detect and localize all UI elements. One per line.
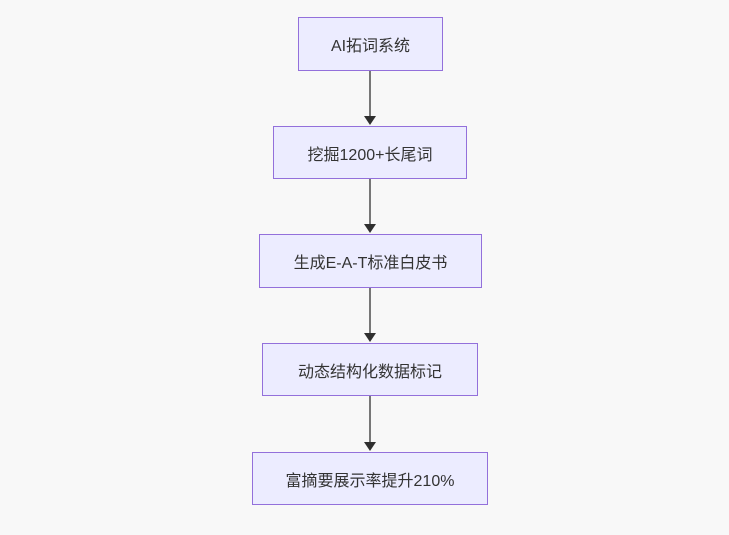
edge-line-1: [369, 71, 371, 117]
edge-line-2: [369, 179, 371, 224]
flow-node-label: 生成E-A-T标准白皮书: [293, 255, 448, 272]
flow-node-label: 动态结构化数据标记: [297, 363, 442, 381]
edge-line-3: [369, 288, 371, 333]
flow-node-label: 富摘要展示率提升210%: [285, 472, 455, 490]
arrow-down-icon: [364, 442, 376, 451]
arrow-down-icon: [364, 333, 376, 342]
flow-node-label: AI拓词系统: [330, 38, 411, 55]
flow-node-dynamic-structured-data-markup: 动态结构化数据标记: [262, 343, 478, 396]
arrow-down-icon: [364, 224, 376, 233]
flow-node-rich-snippet-rate-increase: 富摘要展示率提升210%: [252, 452, 488, 505]
flow-node-generate-eat-whitepaper: 生成E-A-T标准白皮书: [259, 234, 482, 288]
flow-node-mine-longtail-keywords: 挖掘1200+长尾词: [273, 126, 467, 179]
flow-node-label: 挖掘1200+长尾词: [307, 146, 433, 164]
arrow-down-icon: [364, 116, 376, 125]
edge-line-4: [369, 396, 371, 442]
flow-node-ai-word-expansion-system: AI拓词系统: [298, 17, 443, 71]
